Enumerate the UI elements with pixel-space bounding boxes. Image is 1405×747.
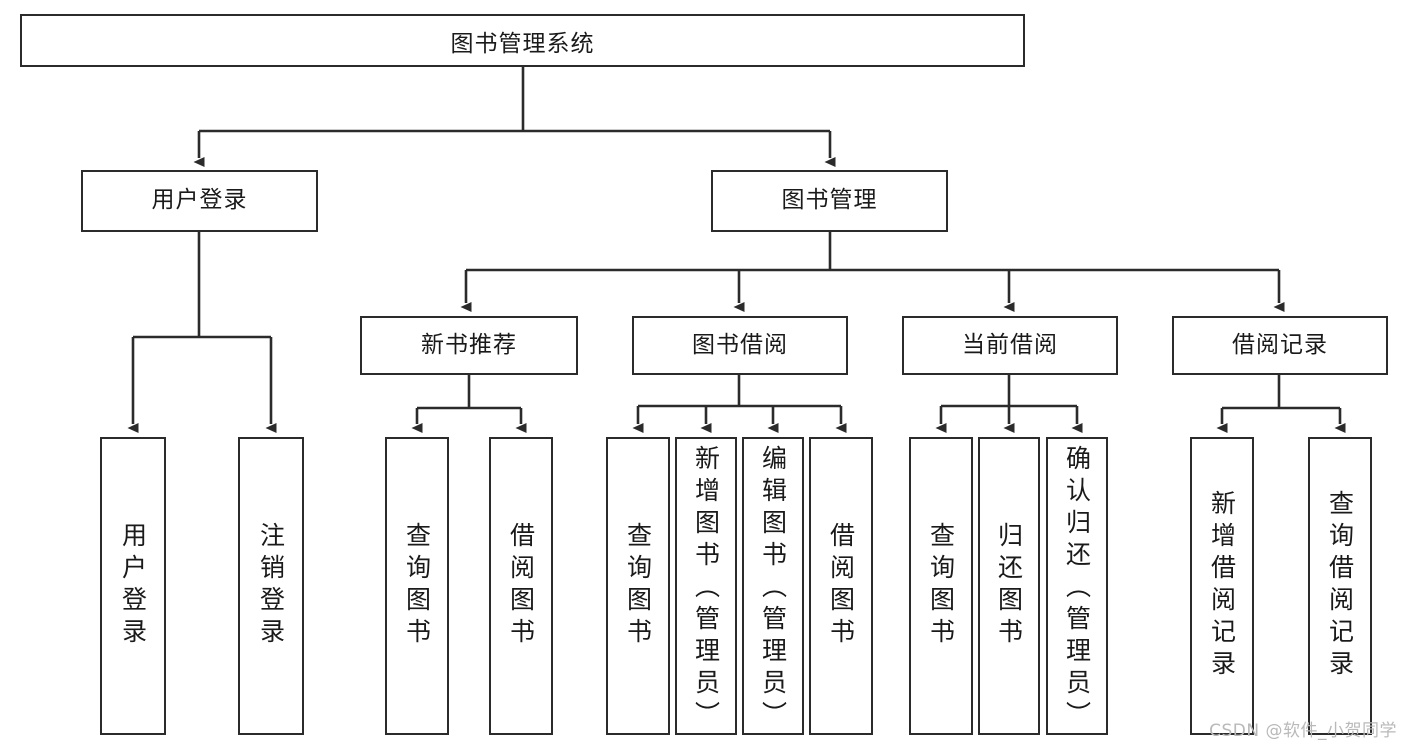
node-label: 查询图书 [926,522,956,650]
leaf-query-book-current[interactable]: 查询图书 [909,437,973,735]
leaf-logout[interactable]: 注销登录 [238,437,304,735]
leaf-return-book[interactable]: 归还图书 [978,437,1040,735]
node-label: 新增借阅记录 [1207,490,1237,682]
node-label: 注销登录 [256,522,286,650]
node-book-borrow[interactable]: 图书借阅 [632,316,848,375]
leaf-user-login[interactable]: 用户登录 [100,437,166,735]
node-label: 借阅图书 [826,522,856,650]
leaf-query-book-borrow[interactable]: 查询图书 [606,437,670,735]
node-label: 当前借阅 [962,331,1058,358]
node-book-management[interactable]: 图书管理 [711,170,948,232]
node-label: 新书推荐 [421,331,517,358]
leaf-query-borrow-record[interactable]: 查询借阅记录 [1308,437,1372,735]
node-borrow-records[interactable]: 借阅记录 [1172,316,1388,375]
node-label: 借阅图书 [506,522,536,650]
leaf-confirm-return-admin[interactable]: 确认归还（管理员） [1046,437,1108,735]
leaf-borrow-book[interactable]: 借阅图书 [809,437,873,735]
node-label: 借阅记录 [1232,331,1328,358]
leaf-add-book-admin[interactable]: 新增图书（管理员） [675,437,737,735]
leaf-add-borrow-record[interactable]: 新增借阅记录 [1190,437,1254,735]
node-new-book-recommend[interactable]: 新书推荐 [360,316,578,375]
node-label: 查询借阅记录 [1325,490,1355,682]
node-label: 图书管理 [781,187,878,214]
node-label: 归还图书 [994,522,1024,650]
leaf-query-book-recommend[interactable]: 查询图书 [385,437,449,735]
watermark-text: CSDN @软件_小贺同学 [1209,721,1397,741]
node-label: 图书借阅 [692,331,788,358]
node-label: 用户登录 [151,187,248,214]
node-label: 查询图书 [623,522,653,650]
node-label: 用户登录 [118,522,148,650]
node-root-system[interactable]: 图书管理系统 [20,14,1025,67]
node-label: 图书管理系统 [450,30,595,57]
node-user-login[interactable]: 用户登录 [81,170,318,232]
node-current-borrow[interactable]: 当前借阅 [902,316,1118,375]
leaf-edit-book-admin[interactable]: 编辑图书（管理员） [742,437,804,735]
node-label: 编辑图书（管理员） [758,445,788,733]
leaf-borrow-book-recommend[interactable]: 借阅图书 [489,437,553,735]
node-label: 查询图书 [402,522,432,650]
node-label: 新增图书（管理员） [691,445,721,733]
node-label: 确认归还（管理员） [1062,445,1092,733]
